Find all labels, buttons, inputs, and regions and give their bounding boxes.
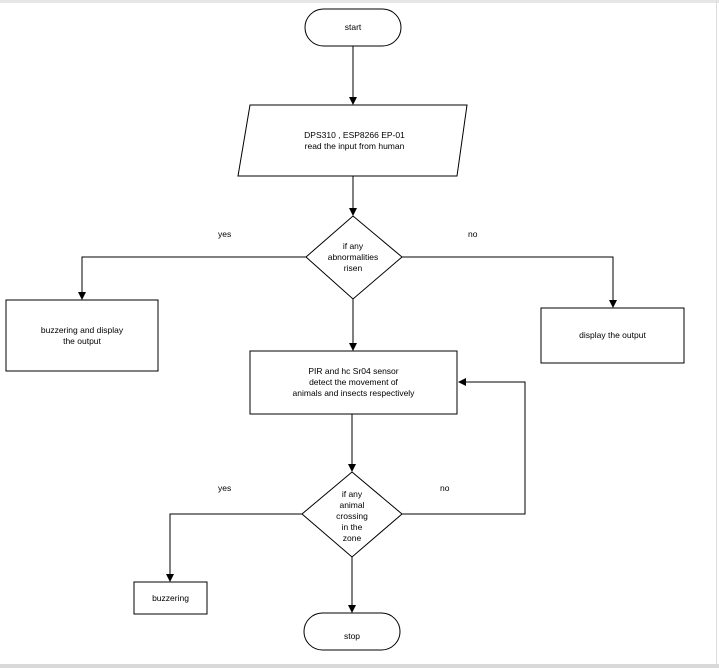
start-terminal (304, 8, 402, 47)
stop-terminal (303, 612, 401, 651)
decision2-diamond (301, 471, 403, 558)
decision1-diamond (305, 215, 403, 300)
input-label: DPS310 , ESP8266 EP-01 read the input fr… (304, 129, 405, 151)
edge-decision2-no-loop (402, 378, 526, 515)
sensor-box (249, 350, 458, 415)
decision2-no-label: no (440, 483, 450, 493)
buzzering-box (133, 581, 208, 615)
start-label: start (344, 22, 362, 32)
edge-decision1-no (402, 256, 617, 308)
edge-decision1-yes (78, 256, 306, 300)
display-output-label: display the output (579, 330, 646, 340)
stop-label: stop (343, 631, 361, 641)
decision2-yes-label: yes (218, 483, 232, 493)
buzzering-label: buzzering (152, 592, 189, 603)
decision2-label: if any animal crossing in the zone (336, 488, 368, 543)
sensor-label: PIR and hc Sr04 sensor detect the moveme… (292, 366, 415, 398)
page-top-border (0, 0, 719, 3)
display-output-box (540, 307, 685, 364)
page-right-border (716, 0, 717, 668)
buzz-display-box (5, 299, 159, 372)
edge-decision2-yes (166, 513, 302, 582)
page-bottom-border (0, 664, 719, 668)
decision1-label: if any abnormalities risen (327, 241, 379, 273)
decision1-yes-label: yes (218, 229, 232, 239)
buzz-display-label: buzzering and display the output (40, 325, 124, 346)
input-parallelogram (237, 104, 468, 177)
decision1-no-label: no (468, 229, 478, 239)
